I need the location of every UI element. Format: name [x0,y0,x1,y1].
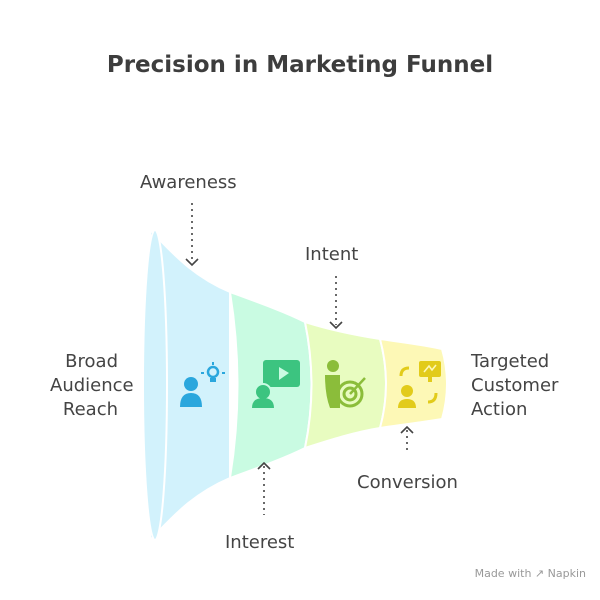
arrow-intent [329,276,343,330]
arrow-awareness [185,203,199,267]
funnel-mouth [142,229,168,541]
made-with-text: Made with [474,567,532,580]
funnel-stage-intent [303,320,387,450]
napkin-logo-icon: ↗ [534,567,545,580]
brand-text: Napkin [547,567,586,580]
person-exchange-icon [398,361,441,408]
stage-label-conversion: Conversion [357,472,458,493]
made-with-napkin: Made with ↗ Napkin [475,567,586,580]
person-lightbulb-icon [180,362,225,407]
arrow-interest [257,461,271,515]
right-label-line: Action [471,399,528,420]
left-label-line: Reach [62,399,118,420]
arrow-conversion [400,425,414,452]
person-video-icon [252,360,300,408]
stage-label-interest: Interest [225,532,295,553]
stage-label-awareness: Awareness [140,172,237,193]
page-title: Precision in Marketing Funnel [106,52,494,78]
person-target-icon [325,360,366,408]
right-label-line: Customer [471,375,559,396]
right-label-line: Targeted [471,351,550,372]
left-label: Broad Audience Reach [50,350,134,422]
left-label-line: Audience [50,375,134,396]
stage-label-intent: Intent [305,244,359,265]
funnel-stage-conversion [378,337,448,430]
left-label-line: Broad [65,351,118,372]
right-label: Targeted Customer Action [471,350,558,422]
